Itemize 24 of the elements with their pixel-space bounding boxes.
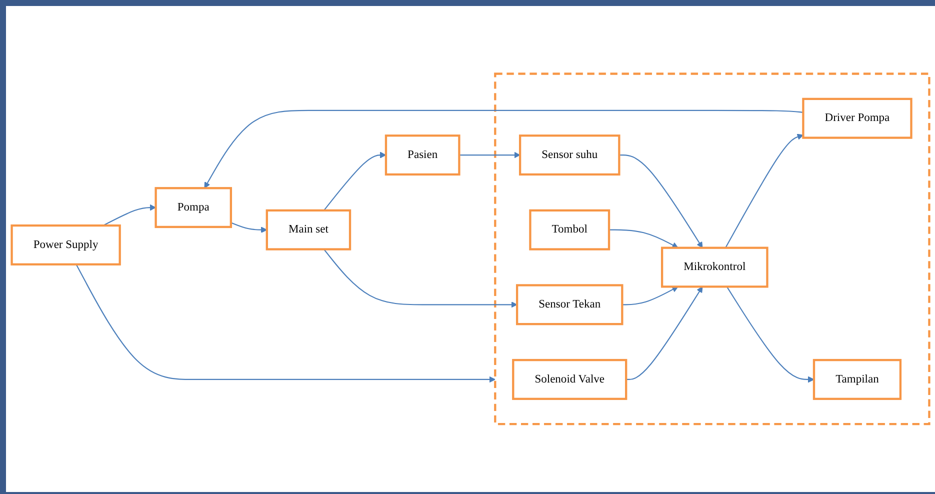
process-box: Main set [266,209,352,250]
arrow [324,249,518,308]
arrow [725,134,804,248]
arrow [102,204,156,226]
arrow [609,229,678,248]
arrow [459,152,520,158]
process-box: Solenoid Valve [512,359,628,400]
arrow [726,286,814,383]
arrow [626,286,703,380]
arrow [230,222,268,234]
arrow [622,286,678,306]
arrow [204,110,804,188]
process-box: Power Supply [10,224,121,266]
process-box: Tampilan [812,359,902,400]
process-box: Pasien [384,134,460,176]
arrow [76,264,496,383]
process-box: Mikrokontrol [660,246,768,288]
arrow [324,152,386,211]
process-box: Sensor suhu [518,134,620,176]
arrow [619,154,703,248]
process-box: Sensor Tekan [516,284,624,326]
process-box: Pompa [154,187,232,228]
process-box: Driver Pompa [802,98,912,139]
process-box: Tombol [529,209,610,250]
